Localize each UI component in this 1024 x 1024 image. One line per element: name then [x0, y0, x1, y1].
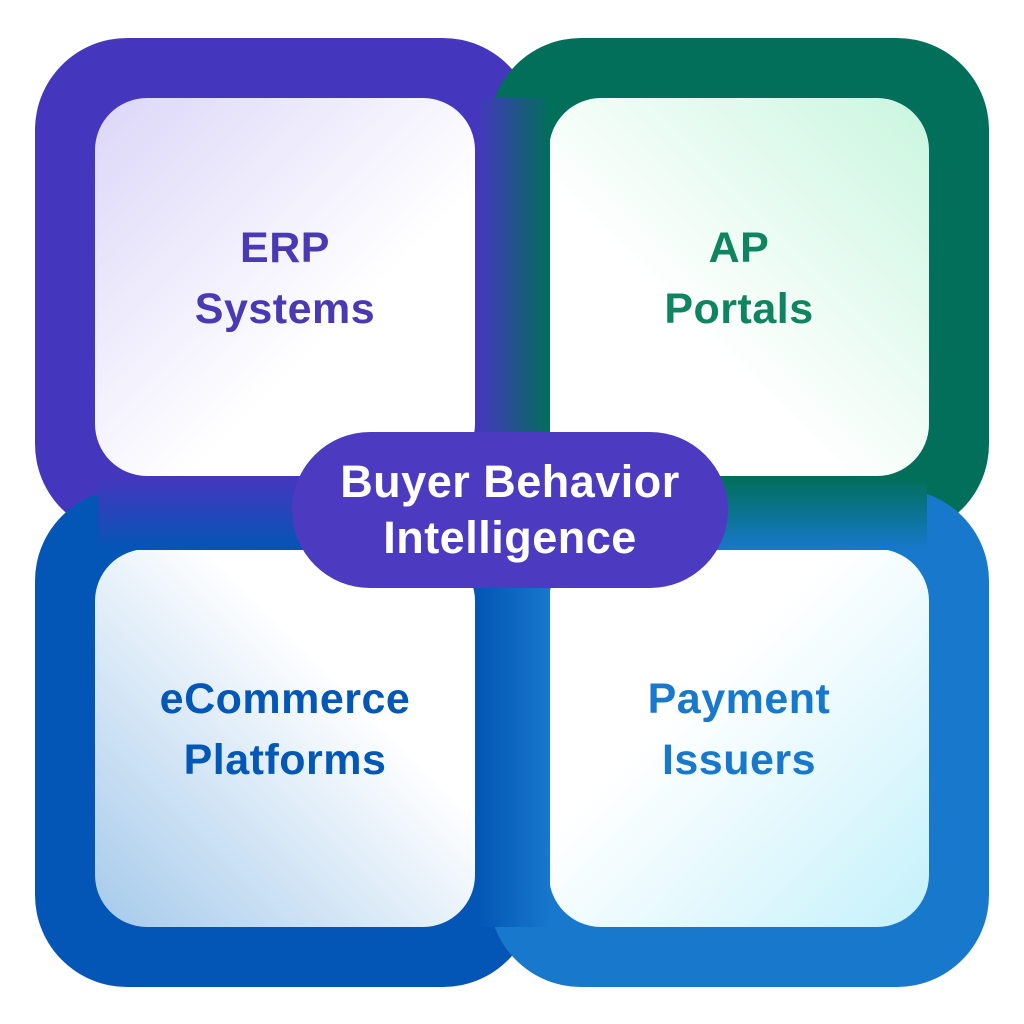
- tile-erp-systems: ERP Systems: [35, 38, 535, 536]
- card-payment-issuers: Payment Issuers: [549, 549, 929, 927]
- erp-systems-label: ERP Systems: [194, 223, 376, 333]
- ecommerce-platforms-label: eCommerce Platforms: [159, 674, 411, 784]
- tile-payment-issuers: Payment Issuers: [489, 489, 989, 987]
- ap-portals-label: AP Portals: [664, 223, 814, 333]
- payment-issuers-label: Payment Issuers: [647, 674, 831, 784]
- center-badge: Buyer Behavior Intelligence: [292, 432, 728, 588]
- card-erp-systems: ERP Systems: [95, 98, 475, 476]
- card-ecommerce-platforms: eCommerce Platforms: [95, 549, 475, 927]
- card-ap-portals: AP Portals: [549, 98, 929, 476]
